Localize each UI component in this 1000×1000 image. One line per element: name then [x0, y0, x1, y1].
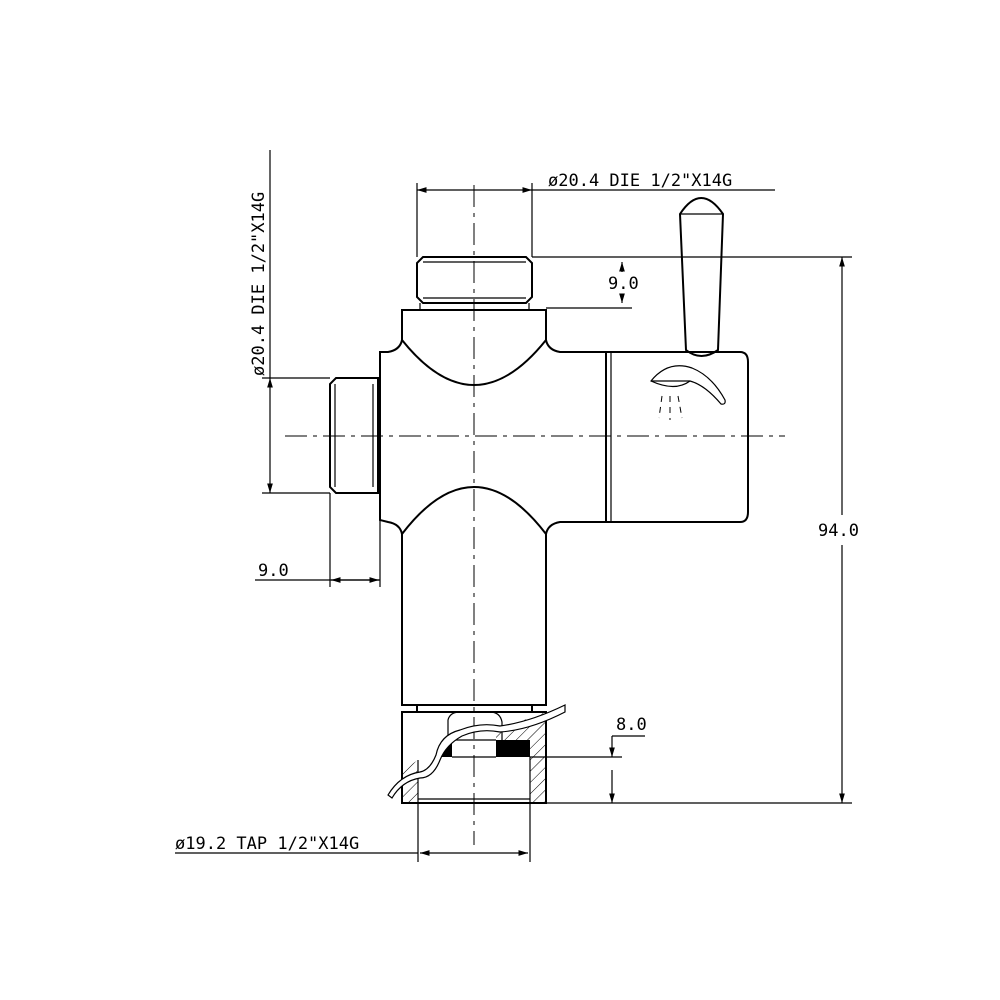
lower-intersection-curve [401, 486, 547, 535]
handle-body [605, 351, 749, 523]
valve-body [379, 309, 607, 706]
lever-handle [678, 197, 725, 357]
thread-depth-label: 8.0 [616, 715, 647, 735]
upper-intersection-curve [401, 339, 547, 386]
top-nut-height-label: 9.0 [608, 274, 639, 294]
break-line [387, 704, 566, 799]
bottom-thread-label: ø19.2 TAP 1/2"X14G [175, 834, 359, 854]
side-thread-label: ø20.4 DIE 1/2"X14G [249, 192, 269, 376]
shower-head-icon [650, 365, 726, 420]
side-nut [329, 377, 379, 494]
top-nut [416, 256, 533, 304]
side-nut-length-label: 9.0 [258, 561, 289, 581]
overall-height-label: 94.0 [818, 521, 859, 541]
top-thread-label: ø20.4 DIE 1/2"X14G [548, 171, 732, 191]
